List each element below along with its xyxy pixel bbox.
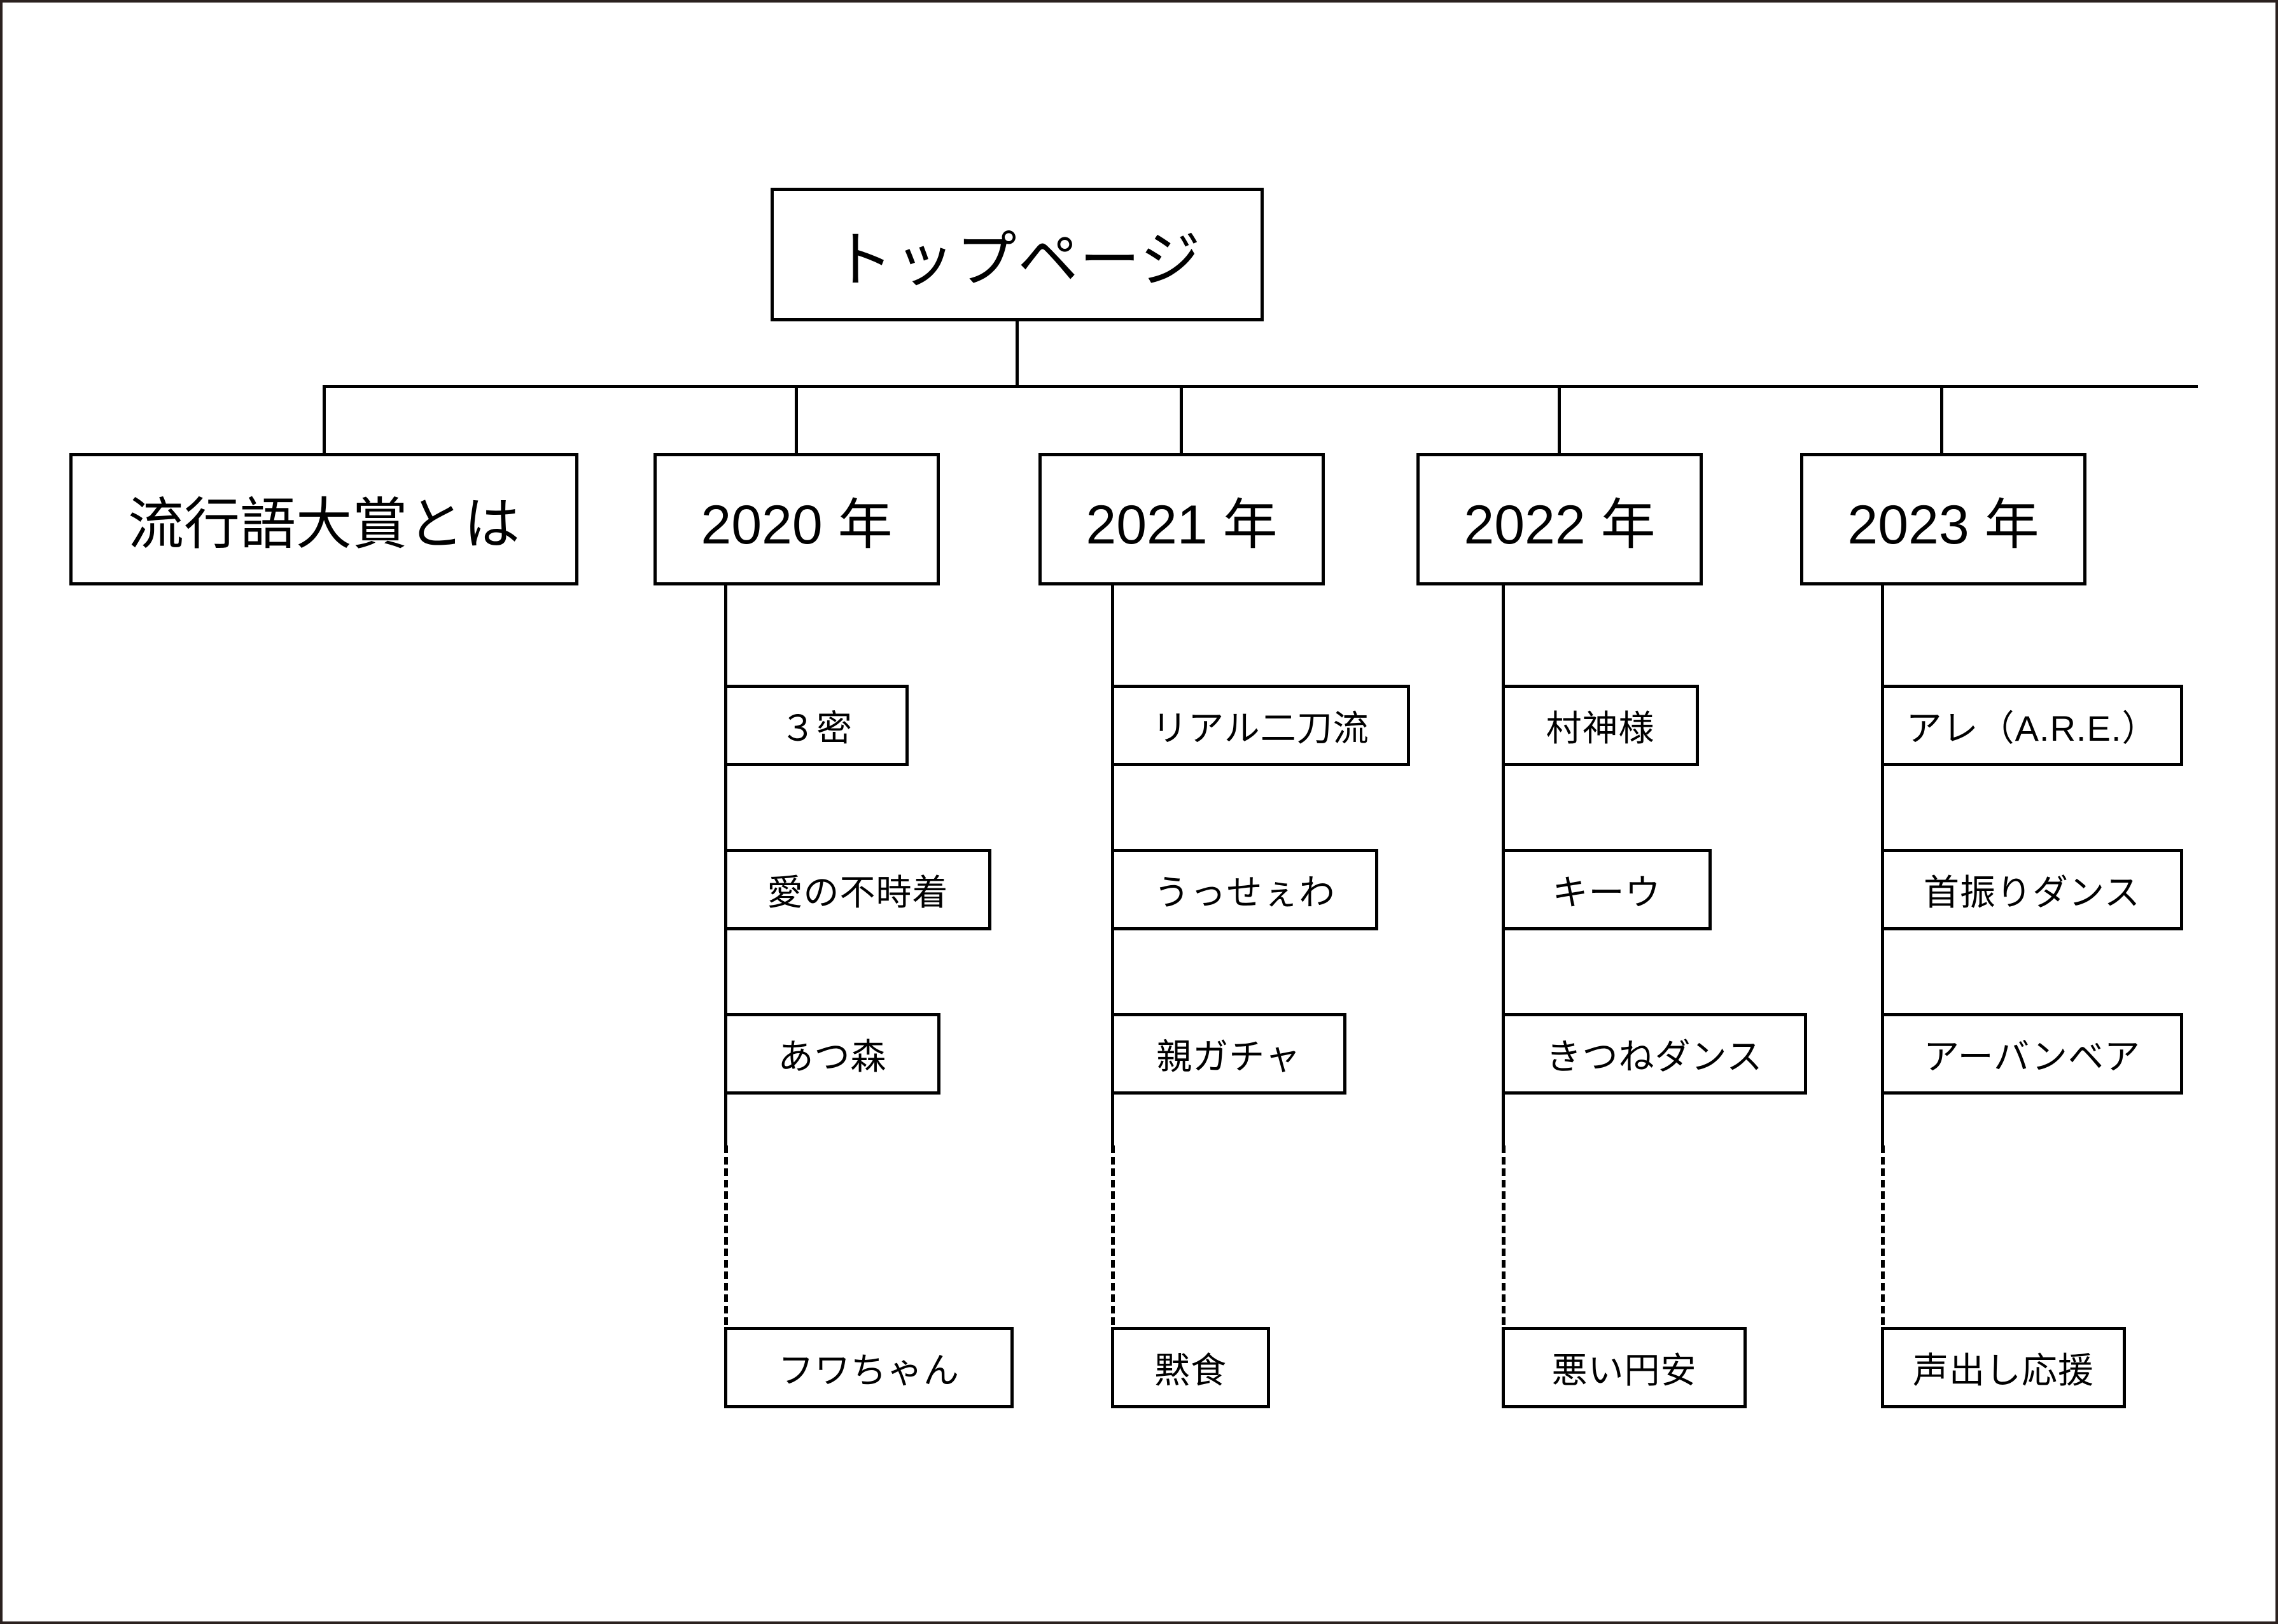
node-year-2020[interactable]: 2020 年 — [653, 453, 940, 585]
node-year-2023[interactable]: 2023 年 — [1800, 453, 2086, 585]
leaf-2023-last[interactable]: 声出し応援 — [1881, 1327, 2126, 1408]
node-year-2022[interactable]: 2022 年 — [1416, 453, 1703, 585]
leaf-2021-0[interactable]: リアル二刀流 — [1111, 685, 1410, 766]
leaf-2020-last[interactable]: フワちゃん — [724, 1327, 1014, 1408]
leaf-2021-2[interactable]: 親ガチャ — [1111, 1013, 1346, 1095]
leaf-2020-1[interactable]: 愛の不時着 — [724, 849, 991, 930]
leaf-2022-last[interactable]: 悪い円安 — [1502, 1327, 1747, 1408]
leaf-2023-0[interactable]: アレ（A.R.E.） — [1881, 685, 2183, 766]
connector-drop-2022 — [1558, 385, 1561, 455]
leaf-2023-2[interactable]: アーバンベア — [1881, 1013, 2183, 1095]
dashed-connector-2022 — [1502, 1145, 1506, 1336]
leaf-2021-1[interactable]: うっせぇわ — [1111, 849, 1378, 930]
node-top-page[interactable]: トップページ — [771, 188, 1264, 321]
node-year-2021[interactable]: 2021 年 — [1038, 453, 1325, 585]
dashed-connector-2021 — [1111, 1145, 1115, 1336]
leaf-2021-last[interactable]: 黙食 — [1111, 1327, 1270, 1408]
leaf-2020-0[interactable]: ３密 — [724, 685, 909, 766]
node-about-buzzword-award[interactable]: 流行語大賞とは — [69, 453, 578, 585]
connector-drop-2020 — [795, 385, 798, 455]
connector-root-stem — [1016, 321, 1019, 388]
leaf-2023-1[interactable]: 首振りダンス — [1881, 849, 2183, 930]
dashed-connector-2023 — [1881, 1145, 1885, 1336]
leaf-2022-1[interactable]: キーウ — [1502, 849, 1712, 930]
connector-drop-2023 — [1940, 385, 1943, 455]
leaf-2022-2[interactable]: きつねダンス — [1502, 1013, 1807, 1095]
connector-drop-about — [323, 385, 326, 455]
connector-level2-bus — [323, 385, 2198, 388]
dashed-connector-2020 — [724, 1145, 728, 1336]
leaf-2022-0[interactable]: 村神様 — [1502, 685, 1699, 766]
leaf-2020-2[interactable]: あつ森 — [724, 1013, 940, 1095]
connector-drop-2021 — [1180, 385, 1183, 455]
